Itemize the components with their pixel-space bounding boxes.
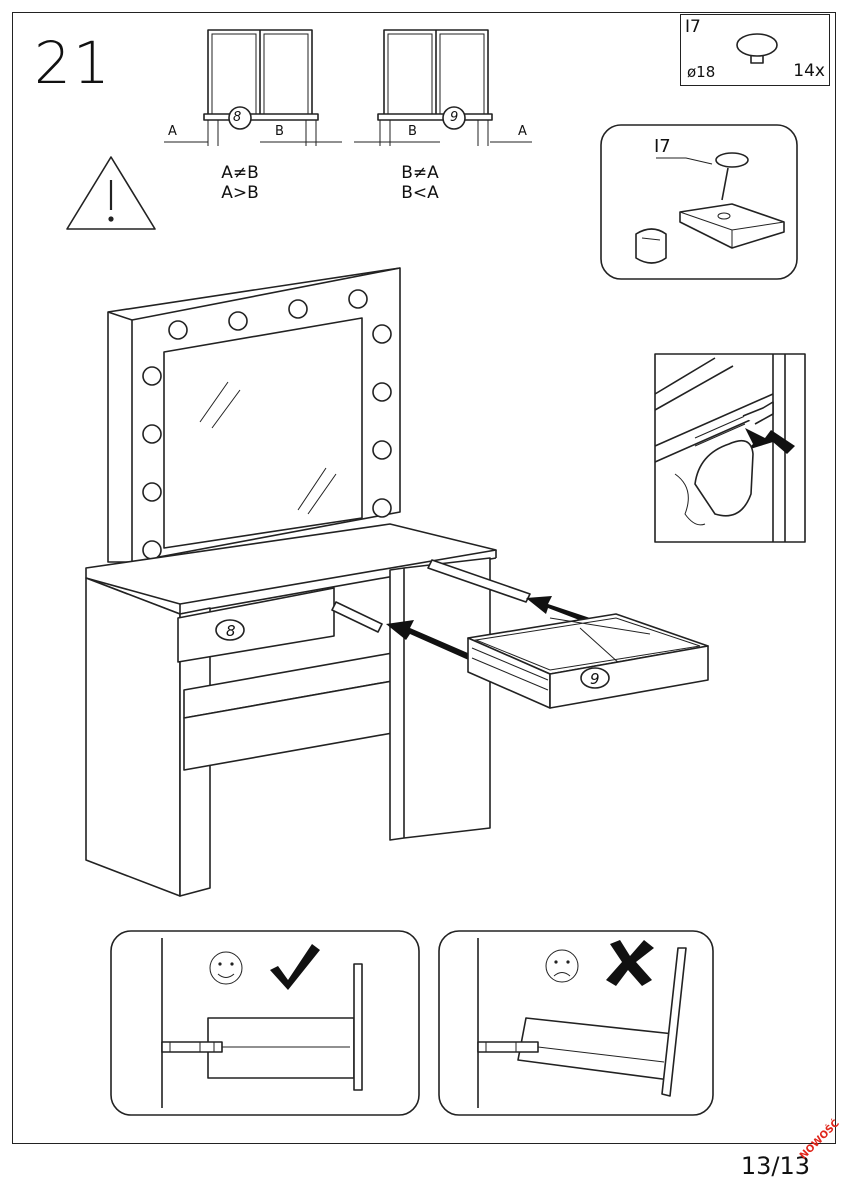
dim-label-a-right: A — [518, 124, 527, 139]
page-number: 13/13 — [740, 1152, 810, 1180]
dim-label-a-left: A — [168, 124, 177, 139]
detail-part-id: I7 — [654, 136, 671, 157]
step-number: 21 — [34, 29, 112, 97]
cabinet-diagram-left — [164, 29, 342, 146]
part-diameter: ø18 — [687, 63, 716, 81]
cabinet-diagram-right — [354, 29, 532, 146]
cam-cap-icon — [736, 33, 778, 64]
incorrect-installation-panel — [438, 930, 714, 1116]
dim-label-b-left: B — [275, 124, 284, 139]
part-number-8-circle: 8 — [233, 110, 242, 125]
warning-triangle-icon — [66, 156, 156, 230]
inequality-right-line1: B≠A — [401, 163, 439, 183]
dim-label-b-right: B — [408, 124, 417, 139]
drawer-label-9: 9 — [590, 670, 600, 688]
page-frame — [12, 12, 836, 1144]
part-number-9-circle: 9 — [450, 110, 459, 125]
inequality-right-line2: B<A — [401, 183, 439, 203]
part-info-box: I7 ø18 14x — [680, 14, 830, 86]
inequality-left-line1: A≠B — [221, 163, 259, 183]
drawer-label-8: 8 — [226, 622, 236, 640]
vanity-table-illustration — [85, 267, 709, 897]
part-id: I7 — [685, 17, 701, 37]
correct-installation-panel — [110, 930, 420, 1116]
part-quantity: 14x — [793, 61, 825, 81]
cap-insertion-detail — [600, 124, 798, 280]
drawer-release-detail — [654, 353, 806, 543]
inequality-left-line2: A>B — [221, 183, 259, 203]
